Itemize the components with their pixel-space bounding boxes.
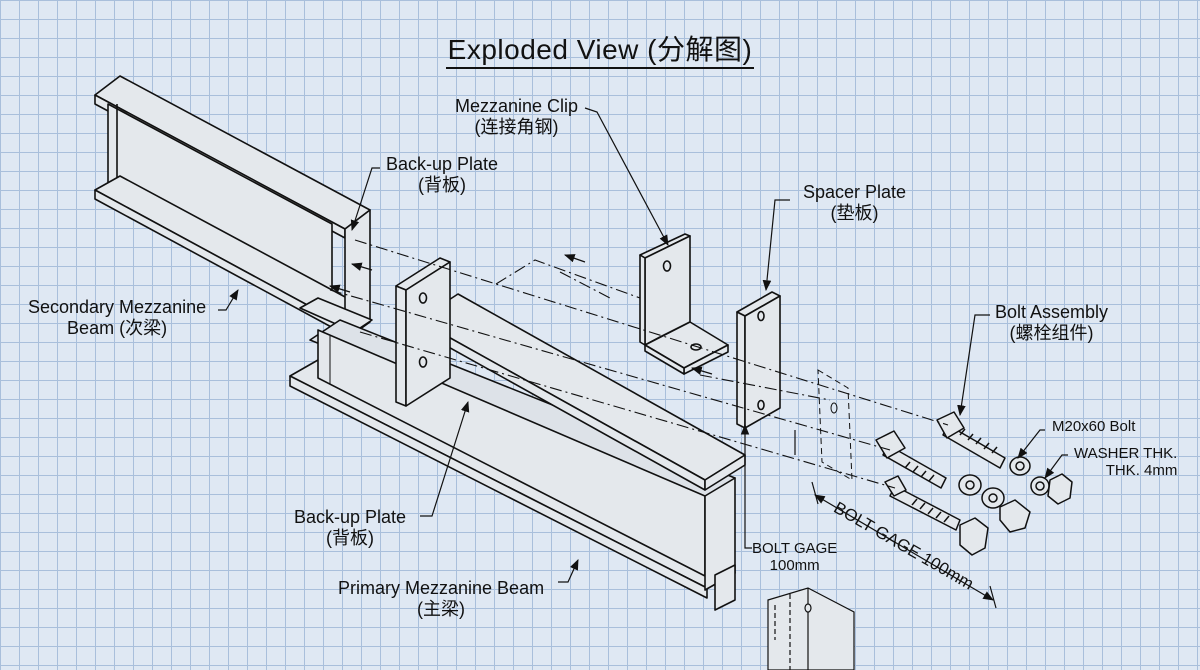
label-bolt-assembly: Bolt Assembly (螺栓组件)	[995, 302, 1109, 343]
label-primary-beam: Primary Mezzanine Beam (主梁)	[338, 578, 545, 619]
label-washer: WASHER THK. THK. 4mm	[1074, 445, 1178, 479]
bolt-set	[875, 411, 1073, 556]
mezzanine-clip-part	[639, 233, 729, 375]
leader-lines	[218, 107, 1068, 583]
label-mezzanine-clip: Mezzanine Clip (连接角钢)	[455, 96, 579, 137]
label-spacer-plate: Spacer Plate (垫板)	[803, 182, 907, 223]
backup-plate-part	[395, 257, 451, 407]
bolt-gage-dimension	[811, 481, 997, 609]
explode-arrows	[328, 254, 713, 375]
label-secondary-beam: Secondary Mezzanine Beam (次梁)	[28, 297, 207, 338]
label-bolt-gage-small: BOLT GAGE 100mm	[752, 540, 838, 574]
secondary-mezzanine-beam	[94, 75, 373, 341]
bolt-plane-outline	[817, 369, 853, 481]
diagram-title: Exploded View (分解图)	[0, 28, 1200, 69]
bolt-gage-detail-inset	[767, 587, 855, 670]
label-backup-plate-top: Back-up Plate (背板)	[386, 154, 499, 195]
label-m20-bolt: M20x60 Bolt	[1052, 418, 1136, 435]
bolt-centerlines	[329, 239, 949, 489]
label-backup-plate-bottom: Back-up Plate (背板)	[294, 507, 407, 548]
